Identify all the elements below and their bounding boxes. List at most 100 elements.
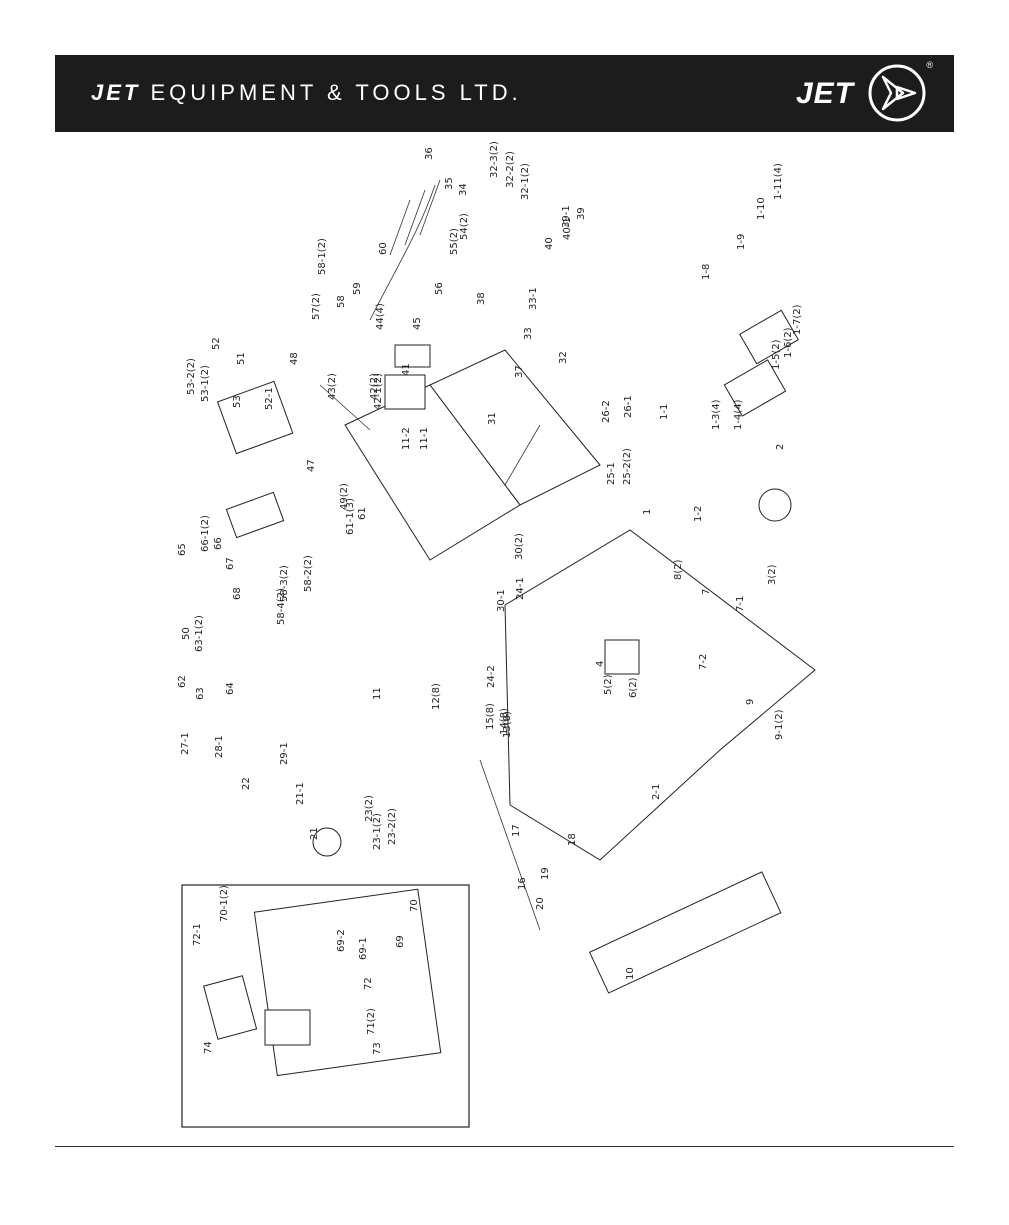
part-label: 57(2) <box>311 293 322 320</box>
brand-rest: EQUIPMENT & TOOLS LTD. <box>150 80 522 105</box>
clamp-67 <box>216 380 294 455</box>
part-label: 21 <box>309 827 320 840</box>
part-label: 49(2) <box>339 483 350 510</box>
part-label: 56 <box>434 282 445 295</box>
part-label: 61-1(3) <box>345 498 356 535</box>
part-label: 1-10 <box>756 197 767 220</box>
motor-4 <box>604 639 640 675</box>
part-label: 7 <box>701 589 712 595</box>
part-label: 1-4(4) <box>733 399 744 430</box>
spring-60 <box>369 184 436 321</box>
page-header: JET EQUIPMENT & TOOLS LTD. JET ® <box>55 55 954 132</box>
part-label: 69 <box>395 935 406 948</box>
part-label: 11-1 <box>419 427 430 450</box>
part-label: 42(2) <box>369 373 380 400</box>
part-label: 68 <box>232 587 243 600</box>
part-label: 37 <box>514 365 525 378</box>
part-label: 9-1(2) <box>774 709 785 740</box>
part-label: 34 <box>458 183 469 196</box>
part-label: 26-2 <box>601 400 612 423</box>
part-label: 70 <box>409 899 420 912</box>
part-label: 23-1(2) <box>372 813 383 850</box>
part-label: 61 <box>357 507 368 520</box>
part-label: 6(2) <box>628 677 639 698</box>
part-label: 48 <box>289 352 300 365</box>
part-label: 13(8) <box>502 711 513 738</box>
part-label: 32-3(2) <box>489 141 500 178</box>
part-label: 17 <box>511 824 522 837</box>
part-label: 44(4) <box>375 303 386 330</box>
part-label: 15(8) <box>485 703 496 730</box>
part-label: 29-1 <box>279 742 290 765</box>
part-label: 5(2) <box>603 674 614 695</box>
electrical-inset-box <box>181 884 470 1128</box>
jet-logo-text: JET <box>795 77 854 110</box>
part-label: 12(8) <box>431 683 442 710</box>
part-label: 27-1 <box>180 732 191 755</box>
handwheel-21 <box>312 827 342 857</box>
part-label: 7-2 <box>698 654 709 670</box>
part-label: 53-2(2) <box>186 358 197 395</box>
part-label: 51 <box>236 352 247 365</box>
part-label: 1-11(4) <box>773 163 784 200</box>
brand-strong: JET <box>91 80 141 105</box>
panel-70 <box>253 888 442 1077</box>
part-label: 47 <box>306 459 317 472</box>
part-label: 11-2 <box>401 427 412 450</box>
part-label: 2-1 <box>651 784 662 800</box>
part-label: 71(2) <box>366 1008 377 1035</box>
part-label: 58-1(2) <box>317 238 328 275</box>
part-label: 64 <box>225 682 236 695</box>
part-label: 28-1 <box>214 735 225 758</box>
part-label: 69-1 <box>358 937 369 960</box>
part-label: 67 <box>225 557 236 570</box>
part-label: 1-6(2) <box>783 327 794 358</box>
part-label: 4 <box>595 661 606 667</box>
part-label: 33-1 <box>528 287 539 310</box>
part-label: 52-1 <box>264 387 275 410</box>
part-label: 31 <box>487 412 498 425</box>
part-label: 1-3(4) <box>711 399 722 430</box>
part-label: 53 <box>232 395 243 408</box>
pad-64 <box>225 491 285 539</box>
part-label: 18 <box>567 833 578 846</box>
part-label: 55(2) <box>449 228 460 255</box>
plate-45 <box>394 344 431 368</box>
part-label: 58 <box>336 295 347 308</box>
terminal-74 <box>203 975 258 1040</box>
part-label: 1-7(2) <box>792 304 803 335</box>
part-label: 30-1 <box>496 589 507 612</box>
spring-coils <box>389 179 441 256</box>
part-label: 59 <box>352 282 363 295</box>
hose-2 <box>758 488 792 522</box>
part-label: 66 <box>213 537 224 550</box>
part-label: 41 <box>401 363 412 376</box>
part-label: 2 <box>775 444 786 450</box>
part-label: 3(2) <box>767 564 778 585</box>
part-label: 22 <box>241 777 252 790</box>
part-label: 70-1(2) <box>219 885 230 922</box>
part-label: 62 <box>177 675 188 688</box>
box-1-8 <box>723 359 787 417</box>
part-label: 20 <box>535 897 546 910</box>
lead-screw-24-1 <box>504 424 541 486</box>
base-frame <box>504 529 816 861</box>
part-label: 73 <box>372 1042 383 1055</box>
tray-10 <box>588 871 782 994</box>
part-label: 25-1 <box>606 462 617 485</box>
part-label: 65 <box>177 543 188 556</box>
part-label: 1-1 <box>659 404 670 420</box>
part-label: 1-8 <box>701 264 712 280</box>
part-label: 45 <box>412 317 423 330</box>
part-label: 8(2) <box>673 559 684 580</box>
part-label: 9 <box>745 699 756 705</box>
part-label: 19 <box>540 867 551 880</box>
company-name: JET EQUIPMENT & TOOLS LTD. <box>91 80 522 106</box>
part-label: 38 <box>476 292 487 305</box>
part-label: 50 <box>181 627 192 640</box>
relay-72 <box>264 1009 311 1046</box>
part-label: 63-1(2) <box>194 615 205 652</box>
part-label: 11 <box>372 687 383 700</box>
part-label: 23(2) <box>364 795 375 822</box>
